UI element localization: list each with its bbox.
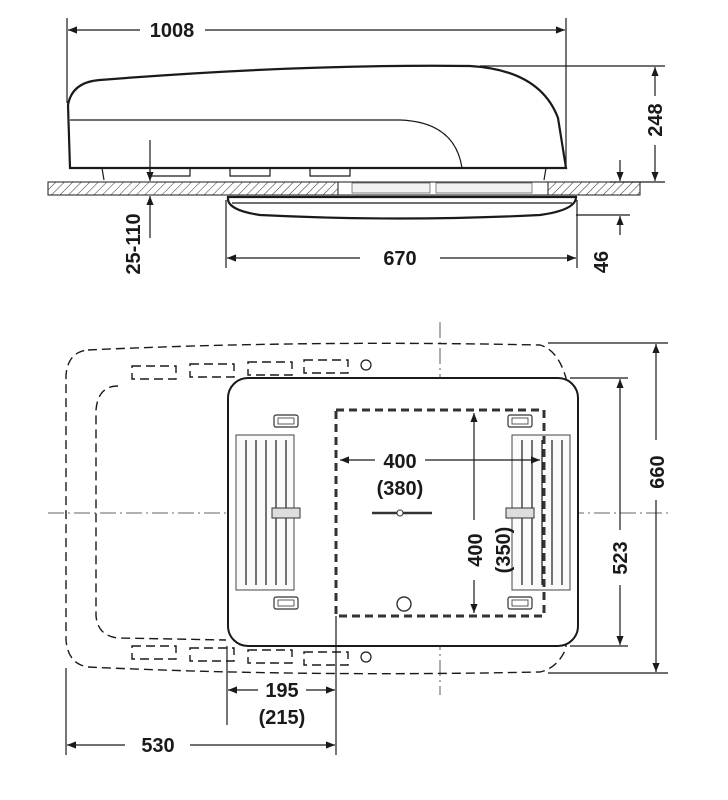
dim-overall-length: 1008	[150, 20, 195, 42]
knob-icon	[396, 596, 412, 612]
top-view: 400 (380) 400 (350) 523 660 195 (215) 53…	[48, 322, 670, 757]
dim-cutout-width: 400	[383, 451, 416, 473]
roof-cutout	[334, 408, 546, 618]
dim-center-to-rear: 530	[141, 735, 174, 757]
dim-offset: 195	[265, 680, 298, 702]
dim-cutout-depth: 400	[465, 533, 487, 566]
dim-overall-height: 248	[645, 103, 667, 136]
right-grille	[505, 434, 571, 591]
dim-inner-unit-height: 46	[591, 251, 613, 273]
ceiling-unit-outline	[226, 195, 578, 220]
dim-overall-width: 660	[647, 455, 669, 488]
dim-cutout-depth-alt: (350)	[493, 527, 515, 574]
dim-offset-alt: (215)	[259, 707, 306, 729]
side-view: 1008 248 25-110 670 46	[47, 18, 667, 275]
rooftop-unit-outline	[66, 64, 568, 170]
dim-inner-unit-depth: 523	[610, 541, 632, 574]
dim-inner-unit-width: 670	[383, 248, 416, 270]
left-grille	[235, 434, 301, 591]
dim-cutout-width-alt: (380)	[377, 478, 424, 500]
rooftop-unit-footprint	[65, 342, 567, 675]
dim-roof-thickness: 25-110	[123, 213, 145, 274]
